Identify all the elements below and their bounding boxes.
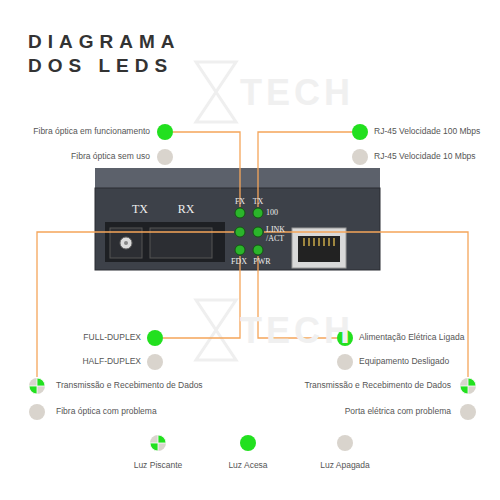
leader-line <box>264 232 468 377</box>
led-description: Fibra óptica com problema <box>56 407 157 417</box>
rj45-contacts <box>304 238 334 246</box>
led-label: FX <box>230 197 250 206</box>
port-label: RX <box>166 203 206 217</box>
leader-lines <box>37 132 468 377</box>
watermark: TECH <box>240 72 354 113</box>
fiber-ferrule <box>120 237 132 249</box>
led-label: LINK /ACT <box>266 225 292 243</box>
led-off-icon <box>460 404 476 420</box>
rj45-socket <box>298 236 340 262</box>
leader-line <box>163 256 240 338</box>
fiber-core <box>124 241 128 245</box>
legend-text: Luz Piscante <box>113 461 203 471</box>
led-description: Transmissão e Recebimento de Dados <box>304 381 451 391</box>
blink-icon-quarters <box>29 378 45 394</box>
led-label: PWR <box>250 257 274 266</box>
led-description: Transmissão e Recebimento de Dados <box>56 381 203 391</box>
led-off-icon <box>337 354 353 370</box>
watermark-shape <box>196 62 236 122</box>
blink-icon-base <box>150 435 166 451</box>
led-off-icon <box>157 149 173 165</box>
blink-icon-base <box>29 378 45 394</box>
led-on-icon <box>157 124 173 140</box>
led-indicators <box>29 124 476 420</box>
leader-line <box>37 232 234 377</box>
legend-text: Luz Apagada <box>300 461 390 471</box>
led-off-icon <box>147 354 163 370</box>
led-on-icon <box>352 124 368 140</box>
led-description: Fibra óptica sem uso <box>71 152 150 162</box>
led-label: 100 <box>266 208 278 217</box>
rj45-port <box>292 228 346 268</box>
led-description: Alimentação Elétrica Ligada <box>359 333 464 343</box>
port-label: TX <box>120 203 160 217</box>
led-description: RJ-45 Velocidade 100 Mbps <box>374 127 480 137</box>
blink-icon-quarters <box>460 378 476 394</box>
watermark: TECH <box>240 310 354 351</box>
led-description: RJ-45 Velocidade 10 Mbps <box>374 152 476 162</box>
legend-blink-sample <box>150 435 166 451</box>
led <box>235 227 245 237</box>
legend-swatch <box>240 435 256 451</box>
device-front <box>95 188 380 270</box>
led <box>235 245 245 255</box>
led <box>253 227 263 237</box>
legend-swatch <box>337 435 353 451</box>
led-label: TX <box>248 197 268 206</box>
diagram-title: DIAGRAMA DOS LEDS <box>28 30 206 78</box>
led <box>253 245 263 255</box>
led-off-icon <box>29 404 45 420</box>
blink-icon-base <box>460 378 476 394</box>
device-top <box>95 168 380 188</box>
led-on-icon <box>147 330 163 346</box>
led-label: FDX <box>227 257 251 266</box>
leader-line <box>258 132 352 207</box>
blink-icon <box>460 378 476 394</box>
blink-icon <box>29 378 45 394</box>
led <box>235 208 245 218</box>
led <box>253 208 263 218</box>
fiber-port <box>105 222 225 262</box>
watermark-shape <box>196 300 236 360</box>
led-description: Porta elétrica com problema <box>345 407 451 417</box>
blink-icon-quarters <box>150 435 166 451</box>
legend-text: Luz Acesa <box>203 461 293 471</box>
led-description: Fibra óptica em funcionamento <box>33 127 150 137</box>
led-off-icon <box>352 149 368 165</box>
led-description: Equipamento Desligado <box>359 357 449 367</box>
leader-line <box>173 132 240 207</box>
led-description: FULL-DUPLEX <box>83 333 141 343</box>
led-description: HALF-DUPLEX <box>82 357 141 367</box>
led-group <box>235 208 263 255</box>
